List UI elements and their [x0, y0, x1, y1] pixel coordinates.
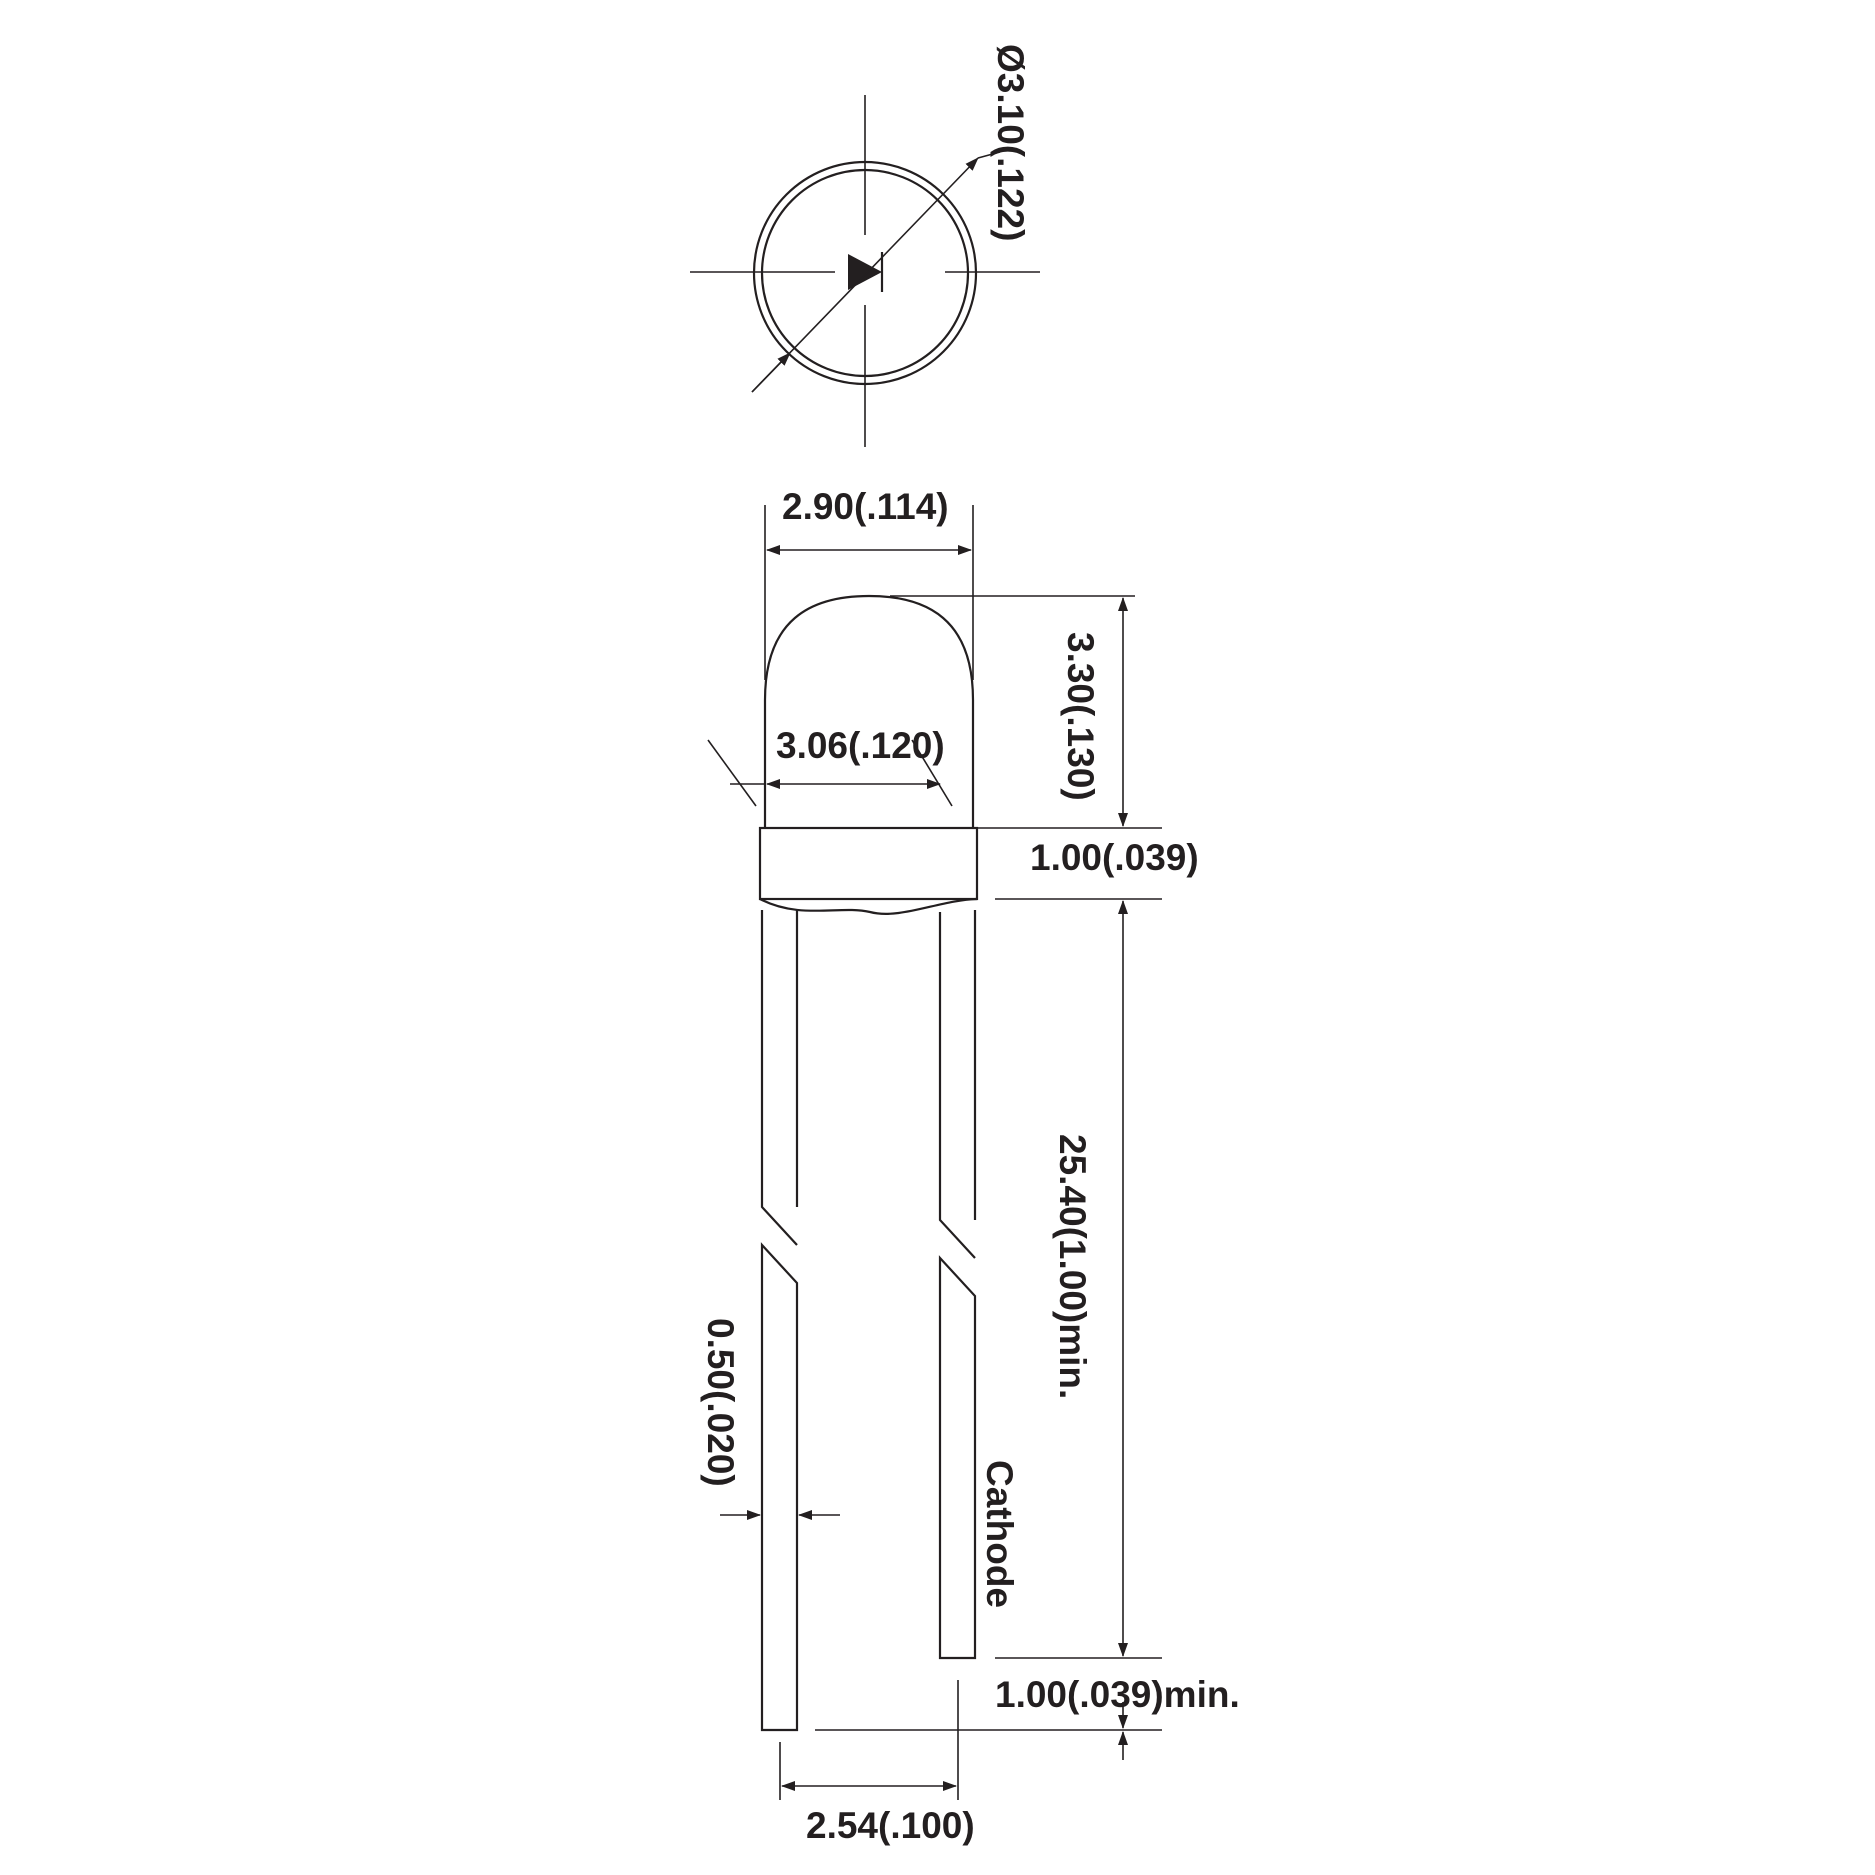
lead-spacing-label: 2.54(.100) [806, 1805, 975, 1846]
top-view: Ø3.10(.122) [690, 44, 1040, 447]
lead-length-dimension: 25.40(1.00)min. [995, 900, 1162, 1659]
lens-height-label: 3.30(.130) [1060, 632, 1101, 801]
lens-dome-outline [763, 594, 975, 828]
flange-width-label: 3.06(.120) [776, 725, 945, 766]
cathode-label: Cathode [979, 1460, 1020, 1608]
lead-spacing-dimension: 2.54(.100) [779, 1680, 975, 1846]
lead-length-label: 25.40(1.00)min. [1052, 1134, 1093, 1399]
flange-bottom-wave [759, 897, 978, 915]
diode-arrow-icon [848, 252, 884, 292]
flange-height-label: 1.00(.039) [1030, 837, 1199, 878]
flange-height-dimension: 1.00(.039) [977, 827, 1199, 900]
lens-width-dimension: 2.90(.114) [764, 486, 974, 680]
diameter-leader-tail [977, 151, 1001, 159]
flange-width-dimension: 3.06(.120) [707, 725, 953, 807]
led-body [758, 594, 979, 915]
flange-rect [758, 826, 979, 901]
lead-offset-dimension: 1.00(.039)min. [815, 1674, 1240, 1760]
cathode-lead [938, 910, 977, 1660]
diameter-label: Ø3.10(.122) [990, 44, 1031, 241]
lead-width-dimension: 0.50(.020) [700, 1318, 840, 1520]
anode-lead [760, 910, 799, 1732]
lead-width-label: 0.50(.020) [700, 1318, 741, 1487]
lens-height-dimension: 3.30(.130) [890, 595, 1135, 827]
diameter-arrow-lower [751, 352, 791, 393]
lead-offset-label: 1.00(.039)min. [995, 1674, 1240, 1715]
lens-width-label: 2.90(.114) [782, 486, 949, 527]
